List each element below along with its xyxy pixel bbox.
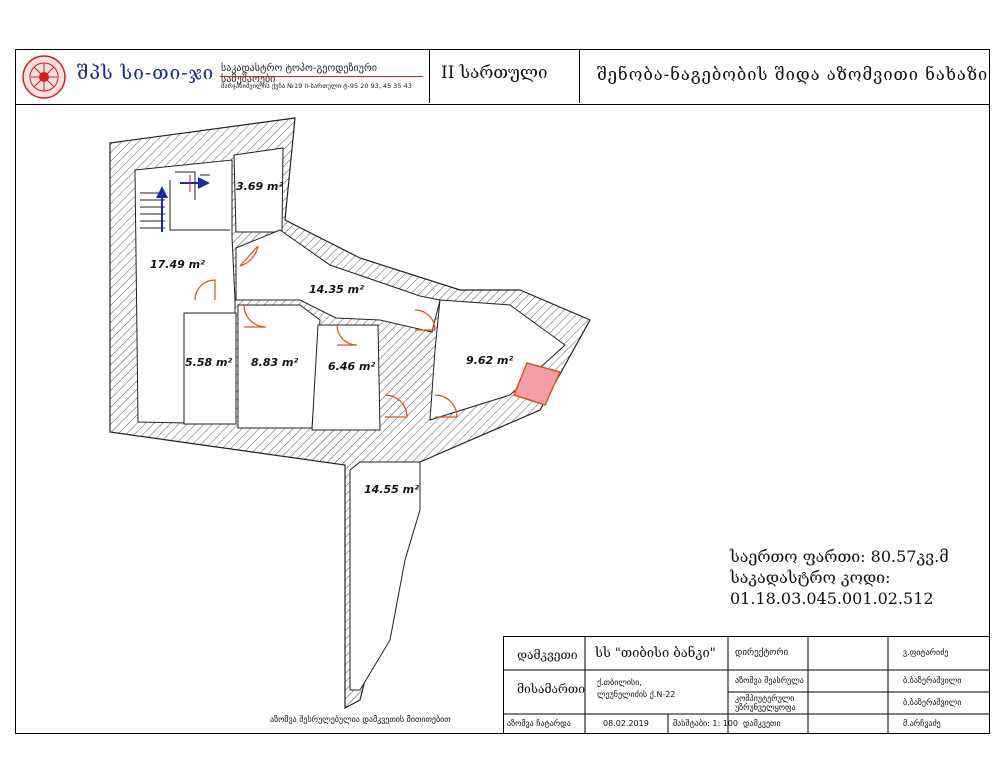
- cadastral-label: საკადასტრო კოდი:: [730, 568, 891, 587]
- title-block-grid: [503, 636, 990, 734]
- address-label: მისამართი: [517, 682, 585, 696]
- computer-value: ბ.ბაზერაშვილი: [903, 698, 962, 707]
- company-cell: შპს სი-თი-ჯი საკადასტრო ტოპო-გეოდეზიური …: [15, 49, 430, 103]
- summary: საერთო ფართი: 80.57კვ.მ საკადასტრო კოდი:…: [730, 546, 949, 609]
- total-area: საერთო ფართი: 80.57კვ.მ: [730, 547, 949, 566]
- title-block: დამკვეთი სს "თიბისი ბანკი" დირექტორი ვ.ფ…: [503, 636, 990, 734]
- address-value-1: ქ.თბილისი,: [597, 678, 642, 687]
- room-labels: 3.69 m² 17.49 m² 14.35 m² 5.58 m² 8.83 m…: [150, 180, 513, 496]
- stairs: [140, 171, 230, 231]
- footnote: აზომვა შესრულებულია დამკვეთის მითითებით: [270, 715, 451, 724]
- date-value: 08.02.2019: [603, 719, 649, 728]
- stair-arrow-icon: [156, 175, 210, 232]
- plan-title: შენობა-ნაგებობის შიდა აზომვითი ნახაზი: [597, 65, 989, 84]
- executed-value: ბ.ბაზერაშვილი: [903, 676, 962, 685]
- computer-label-1: კომპიუტერული: [735, 694, 795, 703]
- room-area-label: 3.69 m²: [236, 180, 283, 193]
- brand-name: შპს სი-თი-ჯი: [77, 62, 215, 84]
- floor-cell: II სართული: [430, 49, 580, 103]
- room-area-label: 14.55 m²: [364, 483, 419, 496]
- room-area-label: 6.46 m²: [328, 360, 375, 373]
- room-area-label: 9.62 m²: [466, 354, 513, 367]
- computer-label-2: უზრუნველყოფა: [735, 703, 796, 712]
- date-label: აზომვა ჩატარდა: [507, 719, 571, 728]
- room-area-label: 5.58 m²: [185, 356, 232, 369]
- director-label: დირექტორი: [735, 648, 789, 658]
- address-value-2: ლეუნელიძის ქ.N-22: [597, 690, 676, 699]
- doors: [194, 245, 458, 418]
- company-line-2: მარჯანიშვილის ქუჩა №19 II-სართული ტ-95 2…: [221, 82, 412, 90]
- room-area-label: 14.35 m²: [309, 283, 364, 296]
- client2-value: მ.არჩვაძე: [903, 719, 941, 728]
- client-value: სს "თიბისი ბანკი": [595, 646, 716, 661]
- scale-label: მასშტაბი: 1: 100: [673, 719, 738, 728]
- room-interiors: [134, 147, 566, 691]
- cadastral-code: 01.18.03.045.001.02.512: [730, 589, 934, 608]
- company-line-1: საკადასტრო ტოპო-გეოდეზიური სამუშაოები: [221, 63, 378, 85]
- room-area-label: 8.83 m²: [251, 356, 298, 369]
- company-logo-icon: [22, 55, 66, 99]
- executed-label: აზომვა შეასრულა: [735, 676, 804, 685]
- window-marker: [513, 362, 562, 406]
- approved-label: ვ.ფიტარიძე: [903, 648, 949, 657]
- drawing-sheet: [15, 49, 990, 734]
- room-area-label: 17.49 m²: [150, 258, 205, 271]
- client2-label: დამკვეთი: [743, 719, 781, 728]
- underline: [220, 76, 423, 77]
- header: შპს სი-თი-ჯი საკადასტრო ტოპო-გეოდეზიური …: [15, 49, 990, 105]
- floor-label: II სართული: [441, 63, 548, 83]
- client-label: დამკვეთი: [517, 648, 578, 662]
